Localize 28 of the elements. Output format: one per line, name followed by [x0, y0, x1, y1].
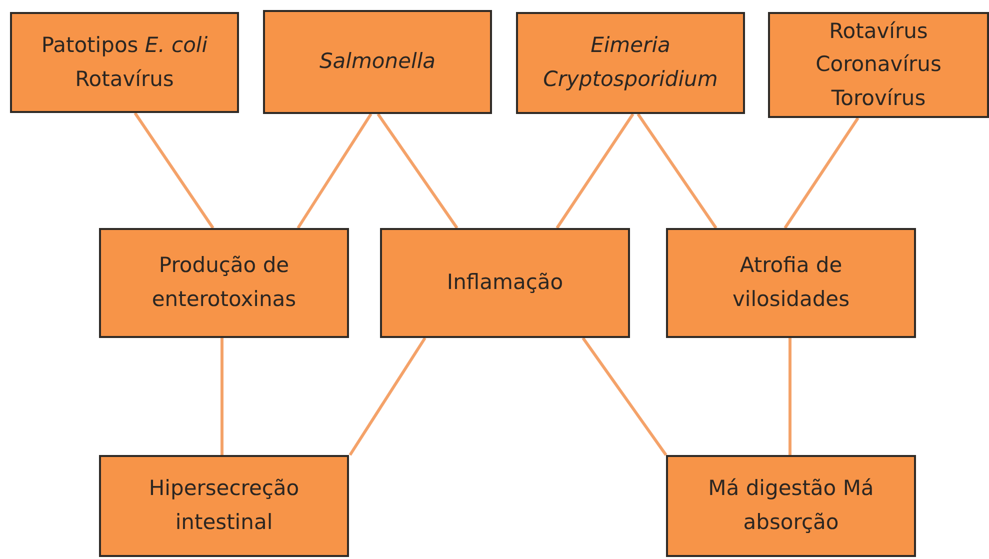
process-box [666, 228, 916, 338]
box-label: Má digestão Má absorção [707, 475, 875, 536]
connector-line [556, 113, 634, 229]
process-box [516, 12, 745, 114]
process-box [10, 12, 239, 113]
box-label: Produção de enterotoxinas [150, 252, 298, 313]
box-label: Patotipos E. coli Rotavírus [40, 32, 209, 92]
box-label: Atrofia de vilosidades [731, 252, 851, 313]
box-label: Rotavírus Coronavírus Torovírus [814, 18, 942, 112]
box-label: Inflamação [446, 269, 564, 296]
connector-line [296, 113, 372, 229]
process-box [99, 228, 349, 338]
process-box [768, 12, 989, 118]
box-label: Hipersecreção intestinal [148, 475, 300, 536]
connector-line [220, 338, 224, 455]
box-label: Salmonella [319, 48, 436, 76]
connector-line [636, 113, 718, 229]
connector-line [134, 112, 214, 229]
connector-line [784, 117, 860, 229]
box-label: Eimeria Cryptosporidium [542, 32, 719, 93]
process-box [263, 10, 492, 114]
connector-line [788, 338, 792, 455]
connector-line [348, 337, 426, 456]
connector-line [376, 113, 458, 229]
connector-line [582, 337, 668, 456]
process-box [99, 455, 349, 557]
process-box [380, 228, 630, 338]
process-box [666, 455, 916, 557]
